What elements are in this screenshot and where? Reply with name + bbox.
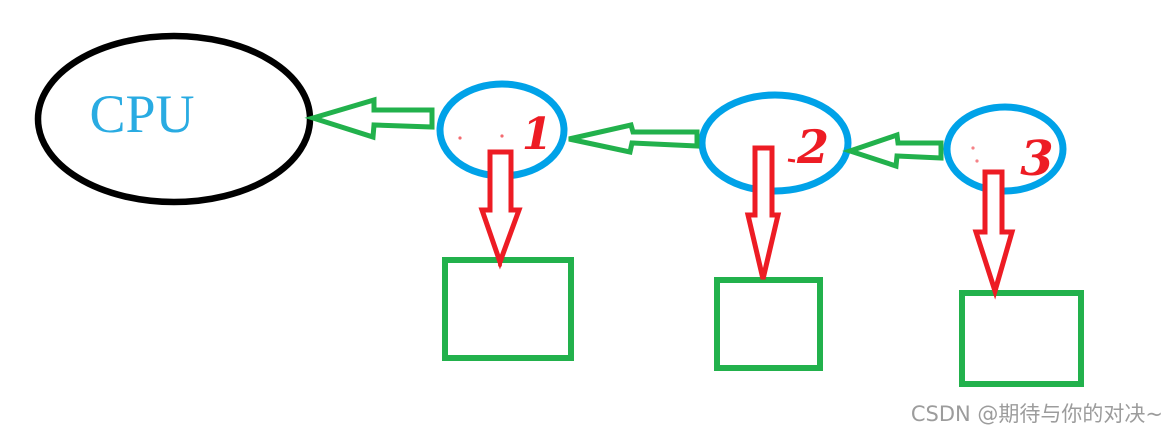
memory-box-3	[959, 290, 1084, 387]
green-arrow-node3-to-node2	[842, 131, 944, 170]
cpu-label: CPU	[89, 84, 194, 144]
pen-stray-mark	[458, 136, 462, 140]
red-down-arrow-2	[744, 145, 782, 280]
pen-stray-mark	[500, 134, 504, 138]
node-label-1: 1	[522, 109, 553, 160]
node-ellipse-2	[698, 91, 852, 195]
memory-box-2	[714, 277, 823, 371]
node-label-2: 2	[796, 120, 829, 174]
pen-stray-mark	[971, 146, 975, 150]
red-down-arrow-3	[972, 169, 1016, 300]
pen-stray-mark	[975, 159, 979, 163]
memory-box-1	[442, 257, 574, 361]
green-arrow-node1-to-cpu	[304, 96, 435, 141]
green-arrow-node2-to-node1	[568, 122, 700, 155]
node-ellipse-3	[943, 103, 1067, 195]
red-down-arrow-1	[478, 149, 523, 270]
pen-stray-mark	[498, 263, 502, 267]
node-label-3: 3	[1020, 131, 1053, 187]
pen-stray-mark	[787, 158, 796, 163]
watermark-text: CSDN @期待与你的对决~	[911, 402, 1163, 426]
